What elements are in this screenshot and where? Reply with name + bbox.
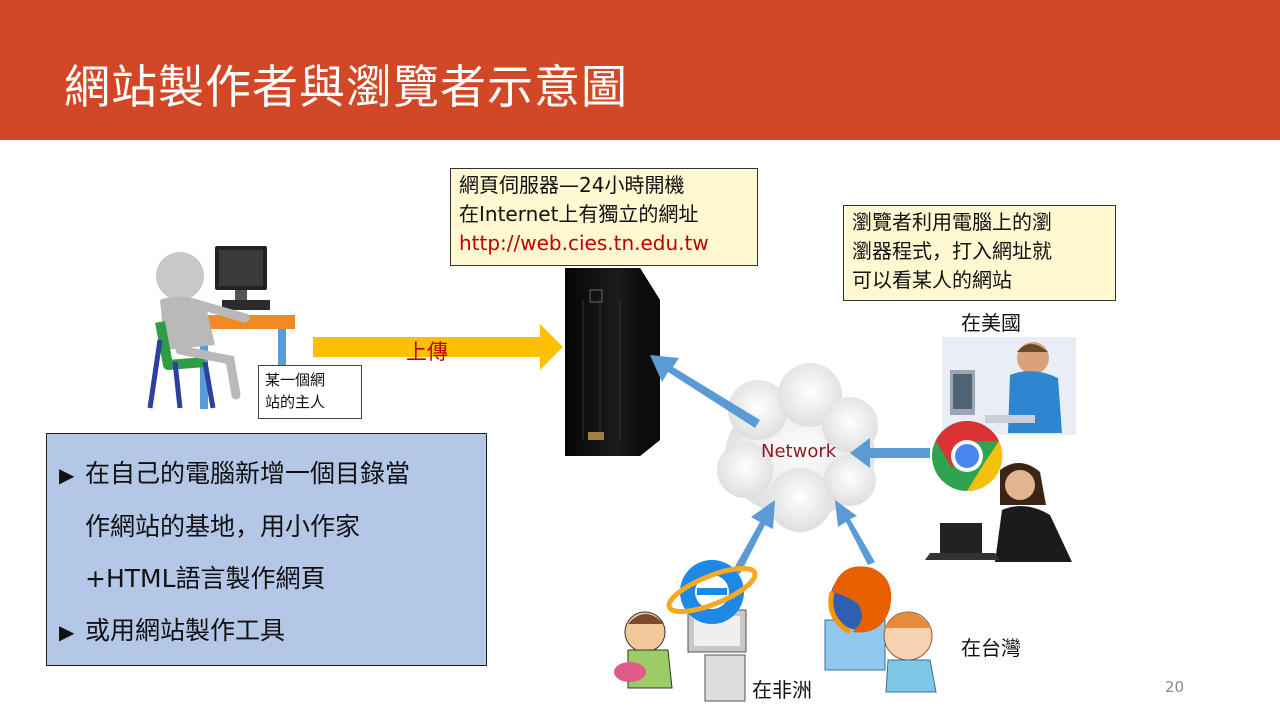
arrow-from-taiwan bbox=[835, 500, 875, 565]
arrow-to-server bbox=[650, 355, 760, 428]
title-bar bbox=[0, 0, 1280, 140]
chair-icon bbox=[155, 321, 206, 370]
website-owner-illustration bbox=[147, 246, 295, 409]
network-label: Network bbox=[761, 441, 837, 462]
arrow-from-usa bbox=[850, 438, 930, 468]
server-note: 網頁伺服器—24小時開機 在Internet上有獨立的網址 http://web… bbox=[450, 168, 758, 266]
ie-browser-icon bbox=[666, 560, 758, 624]
bullet-continuation: 作網站的基地，用小作家 bbox=[85, 512, 361, 541]
africa-user-illustration bbox=[614, 609, 747, 702]
bullet-item: ▶ 或用網站製作工具 bbox=[59, 605, 474, 658]
owner-note: 某一個網 站的主人 bbox=[258, 365, 362, 419]
network-cloud-icon bbox=[717, 363, 878, 532]
viewer-note-line3: 可以看某人的網站 bbox=[852, 268, 1012, 292]
bullet-triangle-icon: ▶ bbox=[59, 620, 75, 644]
upload-label: 上傳 bbox=[406, 340, 448, 364]
viewer-note-line2: 瀏器程式，打入網址就 bbox=[852, 239, 1052, 263]
bullet-text: 或用網站製作工具 bbox=[85, 616, 286, 645]
bullet-text: 在自己的電腦新增一個目錄當 bbox=[85, 459, 411, 488]
bullet-continuation: +HTML語言製作網頁 bbox=[85, 564, 326, 593]
slide-title: 網站製作者與瀏覽者示意圖 bbox=[64, 60, 628, 114]
firefox-browser-icon bbox=[828, 566, 892, 635]
bullet-item: ▶ 在自己的電腦新增一個目錄當 bbox=[59, 448, 474, 501]
owner-note-line1: 某一個網 bbox=[265, 371, 326, 389]
location-africa: 在非洲 bbox=[752, 678, 812, 702]
chrome-browser-icon bbox=[932, 420, 1003, 492]
desk-top bbox=[190, 315, 295, 329]
laptop-user-photo bbox=[925, 462, 1072, 562]
location-usa: 在美國 bbox=[961, 311, 1021, 335]
bullet-triangle-icon: ▶ bbox=[59, 463, 75, 487]
viewer-note: 瀏覽者利用電腦上的瀏 瀏器程式，打入網址就 可以看某人的網站 bbox=[843, 205, 1116, 301]
server-note-line1: 網頁伺服器—24小時開機 bbox=[459, 173, 685, 197]
upload-arrow bbox=[313, 324, 563, 370]
usa-user-photo bbox=[942, 337, 1076, 435]
bullet-panel: ▶ 在自己的電腦新增一個目錄當 作網站的基地，用小作家 +HTML語言製作網頁 ▶… bbox=[46, 433, 487, 666]
page-number: 20 bbox=[1165, 678, 1185, 696]
viewer-note-line1: 瀏覽者利用電腦上的瀏 bbox=[852, 210, 1052, 234]
owner-note-line2: 站的主人 bbox=[265, 393, 326, 411]
network-arrows bbox=[650, 355, 930, 574]
server-note-line2: 在Internet上有獨立的網址 bbox=[459, 202, 699, 226]
location-taiwan: 在台灣 bbox=[961, 636, 1021, 660]
person-head bbox=[156, 252, 204, 300]
server-url: http://web.cies.tn.edu.tw bbox=[459, 231, 709, 255]
arrow-from-africa bbox=[733, 500, 775, 574]
web-server-icon bbox=[565, 268, 660, 456]
